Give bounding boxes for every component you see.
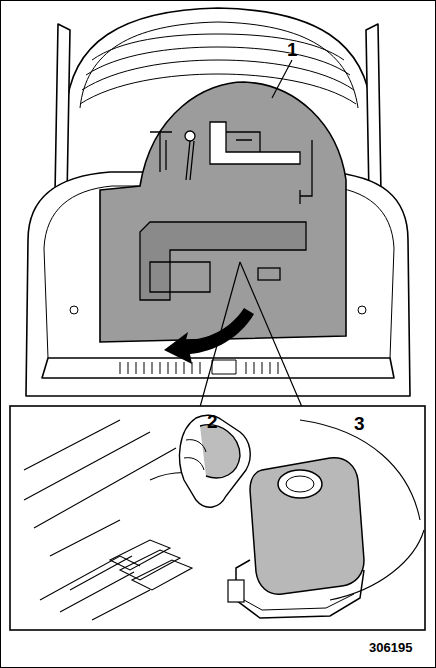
board-slot <box>258 268 280 280</box>
floor-line <box>24 420 176 620</box>
tool <box>150 132 172 172</box>
zoom-line <box>200 262 302 407</box>
trunk-sill <box>42 358 394 378</box>
board-recess <box>140 222 306 300</box>
callout-number: 2 <box>207 412 218 431</box>
leader-line <box>272 60 292 98</box>
callout-number: 3 <box>354 414 365 433</box>
latch <box>212 360 236 374</box>
tool <box>186 141 194 180</box>
strap <box>236 560 364 618</box>
container-opening <box>286 476 314 492</box>
strap <box>244 594 354 610</box>
trunk-hook <box>70 306 78 314</box>
finger-line <box>184 440 206 470</box>
sill-slots <box>120 362 278 374</box>
jack <box>210 122 300 164</box>
jack <box>226 132 260 152</box>
trunk-view <box>26 8 410 396</box>
floor-board <box>100 82 346 342</box>
trunk-hook <box>358 306 366 314</box>
container <box>250 458 364 595</box>
detail-inset <box>10 406 425 630</box>
tool <box>185 131 195 141</box>
inset-scene <box>24 420 424 620</box>
buckle <box>228 580 244 602</box>
board-recess <box>150 262 210 292</box>
callout-number: 1 <box>287 40 298 59</box>
figure-code: 306195 <box>369 641 412 654</box>
jack-handle <box>300 140 312 204</box>
container-opening <box>278 470 322 498</box>
board-tools <box>140 122 312 300</box>
floor-grate <box>40 556 140 612</box>
lift-arrow <box>164 308 254 364</box>
floor-grate <box>110 540 192 590</box>
